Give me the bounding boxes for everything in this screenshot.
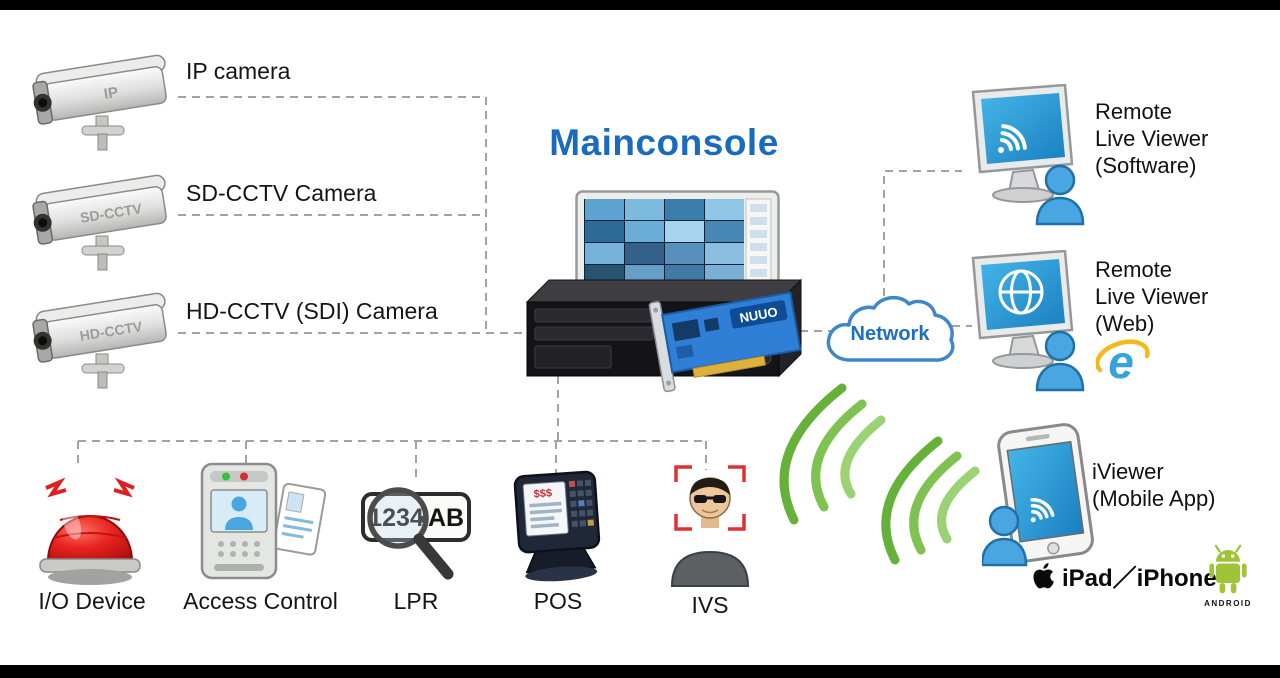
user-icon [1035,330,1085,392]
apple-platforms-label: iPad／iPhone [1062,565,1217,592]
sunglasses-icon [694,495,726,503]
letterbox-bottom [0,665,1280,678]
label-line: Live Viewer [1095,126,1209,151]
pos-buttons [569,479,594,528]
lpr-icon: 1234 AB [361,487,471,580]
pos-screen-text: $$$ [533,487,552,500]
plate-number: 1234 [368,504,424,532]
pos-icon: $$$ [513,470,601,582]
ivs-label: IVS [691,592,729,618]
diagram-title: Mainconsole [549,122,779,163]
pos-label: POS [533,588,583,614]
dashed-connectors [77,96,972,482]
network-label: Network [851,323,931,345]
label-line: Remote [1095,257,1173,282]
alert-spark-icon [45,477,135,498]
lpr-label: LPR [393,588,439,614]
internet-explorer-icon: e [1096,336,1150,388]
id-card-icon [272,482,326,556]
label-line: (Mobile App) [1092,486,1216,511]
red-led [240,472,248,481]
label-line: (Web) [1095,311,1155,336]
camera-body-text: IP [103,84,120,103]
ip-camera-label: IP camera [186,58,291,84]
user-icon [982,505,1028,567]
iviewer-phone-icon [982,423,1094,567]
capture-card-icon: NUUO [648,291,802,393]
remote-viewer-web-label: Remote Live Viewer (Web) [1095,256,1208,337]
network-cloud-icon: Network [826,295,955,362]
remote-viewer-web-icon [971,250,1085,392]
card-brand-text: NUUO [738,304,778,325]
io-device-label: I/O Device [38,588,146,614]
monitor-control-strip [750,204,767,277]
sd-cctv-camera-icon: SD-CCTV [32,174,167,271]
magnifier-icon [367,487,429,549]
gold-connector [692,355,766,379]
apple-platforms: iPad／iPhone [1030,558,1217,593]
green-led [222,472,230,481]
ivs-icon [670,465,750,587]
plate-letters: AB [428,504,464,532]
user-icon [1035,164,1085,226]
hd-cctv-camera-label: HD-CCTV (SDI) Camera [186,298,438,324]
ip-camera-icon: IP [32,54,167,151]
remote-viewer-software-icon [971,84,1085,226]
apple-icon [1033,562,1054,588]
android-label: ANDROID [1204,599,1252,608]
wifi-icon [1030,498,1055,523]
globe-icon [998,269,1044,315]
hd-cctv-camera-icon: HD-CCTV [32,292,167,389]
card-slot [214,564,264,571]
label-line: Remote [1095,99,1173,124]
android-platform: ANDROID [1196,544,1260,608]
wifi-icon [998,124,1027,153]
android-icon [1209,544,1247,594]
label-line: (Software) [1095,153,1197,178]
access-control-icon [200,462,326,580]
sd-cctv-camera-label: SD-CCTV Camera [186,180,377,206]
letterbox-top [0,0,1280,10]
io-device-icon [39,477,141,585]
wifi-signal-arcs [779,383,980,565]
label-line: Live Viewer [1095,284,1209,309]
remote-viewer-software-label: Remote Live Viewer (Software) [1095,98,1208,179]
home-button-icon [1047,541,1060,555]
access-control-label: Access Control [183,588,338,614]
label-line: iViewer [1092,459,1164,484]
iviewer-label: iViewer (Mobile App) [1092,458,1216,512]
detection-brackets [674,465,746,531]
keypad-dots [218,541,260,557]
